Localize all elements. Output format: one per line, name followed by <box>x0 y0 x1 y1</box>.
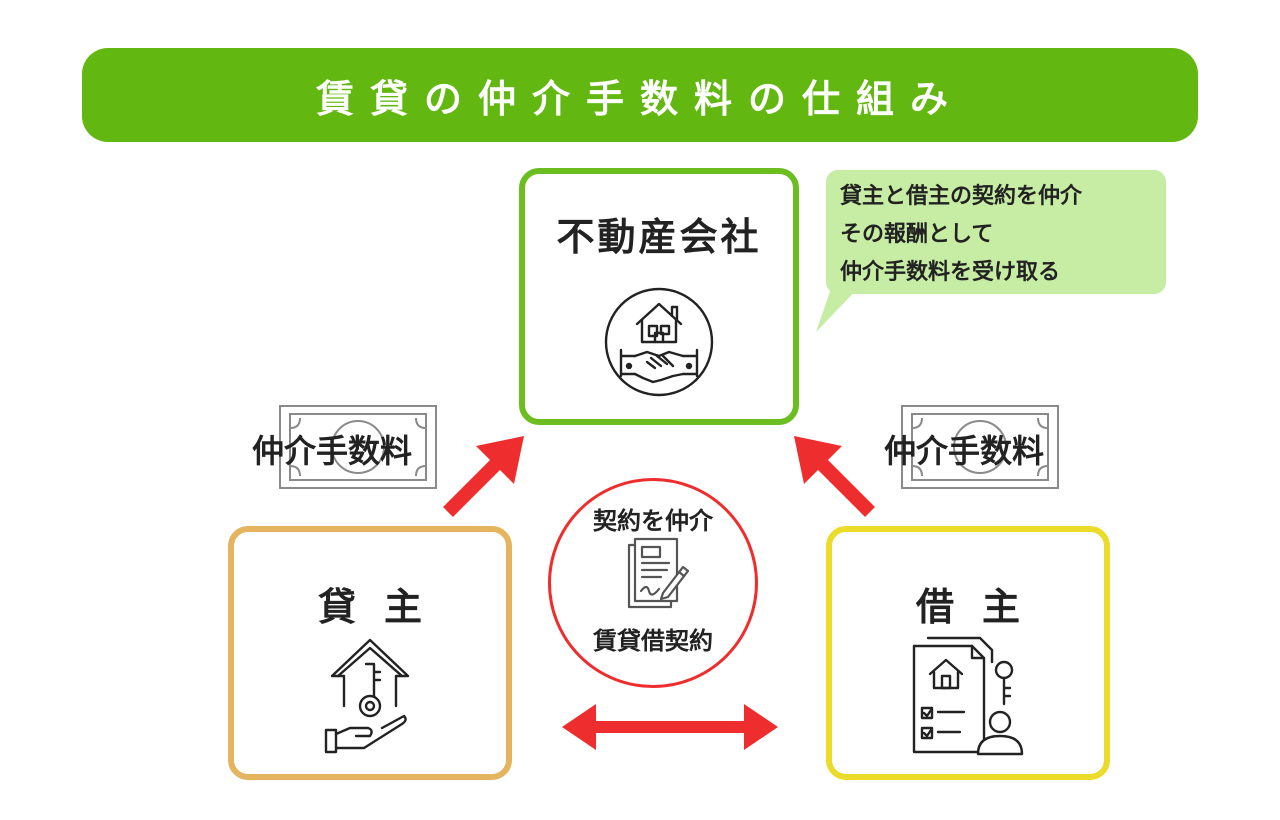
page-title: 賃貸の仲介手数料の仕組み <box>315 76 964 121</box>
fee-label-right: 仲介手数料 <box>884 432 1045 470</box>
double-arrow-icon <box>562 704 778 750</box>
arrow-up-left-icon <box>794 436 875 517</box>
document-pen-icon <box>627 537 689 609</box>
tenant-box: 借主 <box>826 526 1110 780</box>
arrow-up-right-icon <box>443 436 524 517</box>
real-estate-company-box: 不動産会社 <box>519 168 799 425</box>
lease-contract-label: 賃貸借契約 <box>593 627 713 655</box>
contract-circle: 契約を仲介 賃貸借契約 <box>548 478 758 688</box>
callout-line: 貸主と借主の契約を仲介 <box>840 184 1083 209</box>
company-label: 不動産会社 <box>556 215 762 259</box>
banknote-icon <box>279 405 437 489</box>
landlord-label: 貸主 <box>317 585 450 629</box>
tenant-label: 借主 <box>915 585 1048 629</box>
title-bar: 賃貸の仲介手数料の仕組み <box>82 48 1198 142</box>
contract-mediation-label: 契約を仲介 <box>593 507 713 535</box>
callout-line: 仲介手数料を受け取る <box>840 260 1061 285</box>
house-key-hand-icon <box>324 638 410 754</box>
landlord-box: 貸主 <box>228 526 512 780</box>
callout-line: その報酬として <box>840 222 994 247</box>
callout-bubble: 貸主と借主の契約を仲介 その報酬として 仲介手数料を受け取る <box>826 170 1166 294</box>
fee-label-left: 仲介手数料 <box>252 432 413 470</box>
house-handshake-icon <box>604 287 714 397</box>
lease-document-person-icon <box>912 636 1024 756</box>
banknote-icon <box>901 405 1059 489</box>
